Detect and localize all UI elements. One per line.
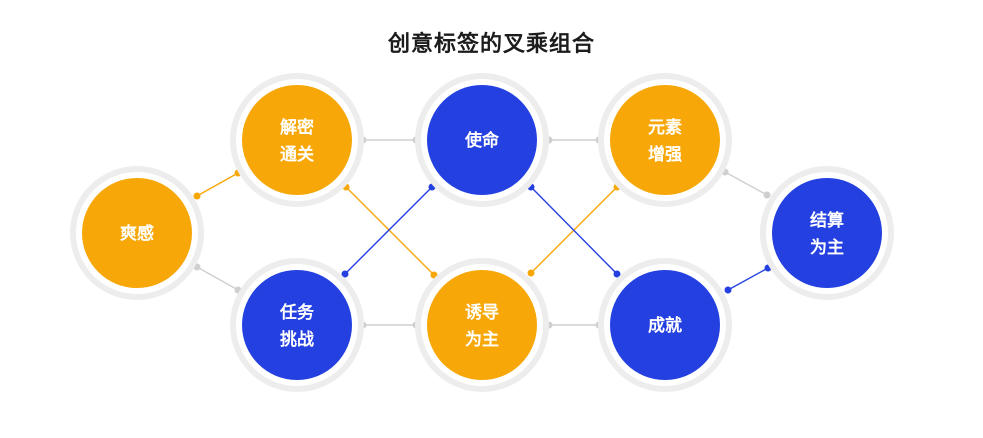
node-label-line1: 结算 <box>810 210 844 231</box>
dot <box>613 270 621 278</box>
dot <box>724 286 732 294</box>
node-disc <box>427 85 537 195</box>
link-jiemi-youdao <box>345 186 435 276</box>
link-chengjiu-jiesuan <box>727 267 769 291</box>
node-jiesuan: 结算 为主 <box>760 166 894 300</box>
link-shiming-chengjiu <box>530 186 618 275</box>
node-label-line1: 使命 <box>464 130 500 151</box>
node-label-line2: 为主 <box>810 237 844 258</box>
node-label-line1: 解密 <box>280 117 314 138</box>
node-label-line1: 元素 <box>648 118 682 138</box>
node-renwu: 任务 挑战 <box>230 258 364 392</box>
node-label-line1: 爽感 <box>120 223 154 244</box>
node-label-line2: 挑战 <box>280 329 314 350</box>
node-chengjiu: 成就 <box>598 258 732 392</box>
node-disc <box>610 85 720 195</box>
node-label-line1: 任务 <box>279 302 315 323</box>
link-shuanggan-jiemi <box>196 172 239 197</box>
node-shuanggan: 爽感 <box>70 166 204 300</box>
node-label-line1: 诱导 <box>465 302 499 323</box>
node-youdao: 诱导 为主 <box>415 258 549 392</box>
dot <box>341 270 349 278</box>
node-disc <box>242 270 352 380</box>
page-title: 创意标签的叉乘组合 <box>387 32 595 57</box>
node-label-line2: 增强 <box>648 144 682 165</box>
link-renwu-shiming <box>344 186 433 275</box>
node-disc <box>610 270 720 380</box>
node-disc <box>242 85 352 195</box>
dot <box>193 192 201 200</box>
node-disc <box>82 178 192 288</box>
dot <box>527 269 535 277</box>
node-label-line2: 为主 <box>465 329 499 350</box>
link-shuanggan-renwu <box>196 266 239 291</box>
node-shiming: 使命 <box>415 73 549 207</box>
node-disc <box>427 270 537 380</box>
node-yuansu: 元素 增强 <box>598 73 732 207</box>
node-jiemi: 解密 通关 <box>230 73 364 207</box>
node-label-line1: 成就 <box>648 315 682 336</box>
node-label-line2: 通关 <box>280 144 314 165</box>
node-disc <box>772 178 882 288</box>
connectors <box>196 139 769 326</box>
dot <box>763 191 771 199</box>
link-yuansu-jiesuan <box>724 171 768 196</box>
